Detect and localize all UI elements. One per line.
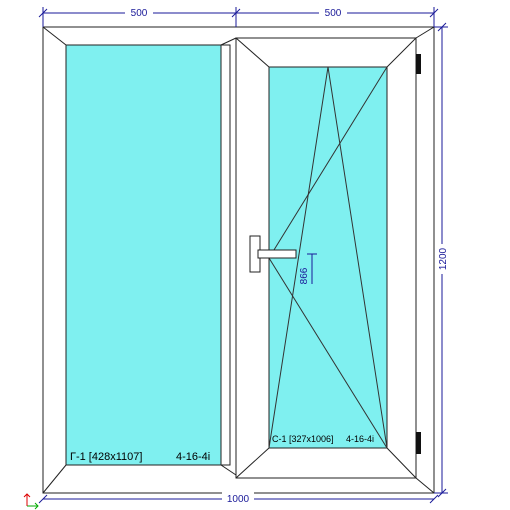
- sash-glass-label: 4-16-4i: [346, 434, 374, 444]
- top-dimensions: 500 500: [38, 6, 439, 27]
- frame-bevel-tr: [415, 26, 435, 39]
- top-left-dimension: 500: [131, 8, 148, 19]
- right-dim-tick: [437, 488, 447, 498]
- bottom-label-bg: [222, 492, 254, 504]
- bottom-dimensions: 1000: [38, 492, 439, 505]
- right-dimensions: 1200: [434, 22, 449, 498]
- sash: [235, 26, 435, 494]
- fixed-glass: [65, 44, 222, 466]
- hinge-icon: [416, 432, 421, 454]
- mullion-bevel-top: [220, 37, 237, 46]
- top-right-label-bg: [319, 6, 347, 18]
- frame-bevel-br: [415, 477, 435, 494]
- fixed-pane-label: Г-1 [428x1107]: [70, 451, 142, 463]
- top-dim-tick: [231, 8, 241, 18]
- handle-dimension: 866: [299, 253, 317, 284]
- right-label-bg: [436, 244, 448, 274]
- sash-bevel-tr: [386, 37, 417, 68]
- top-right-dimension: 500: [325, 8, 342, 19]
- fixed-pane: [42, 26, 237, 494]
- bottom-dimension: 1000: [227, 494, 250, 505]
- tilt-opening-lines: [268, 66, 388, 449]
- handle-icon: [249, 235, 297, 273]
- fixed-glass-label: 4-16-4i: [176, 451, 210, 463]
- axis-origin-icon: [23, 493, 39, 510]
- sash-bevel-bl: [235, 447, 270, 479]
- hinge-icon: [416, 54, 421, 74]
- bevel-tl: [42, 26, 67, 46]
- right-dimension: 1200: [438, 247, 449, 270]
- right-dim-tick: [437, 22, 447, 32]
- bevel-bl: [42, 464, 67, 494]
- top-left-label-bg: [125, 6, 153, 18]
- top-dim-tick: [38, 8, 48, 18]
- bottom-dim-tick: [38, 494, 48, 504]
- mullion-bevel-bottom: [220, 464, 237, 476]
- top-dim-tick: [429, 8, 439, 18]
- handle-height-label: 866: [299, 267, 310, 284]
- sash-pane-label: С-1 [327x1006]: [272, 434, 334, 444]
- bottom-dim-tick: [429, 494, 439, 504]
- sash-bevel-tl: [235, 37, 270, 68]
- sash-bevel-br: [386, 447, 417, 479]
